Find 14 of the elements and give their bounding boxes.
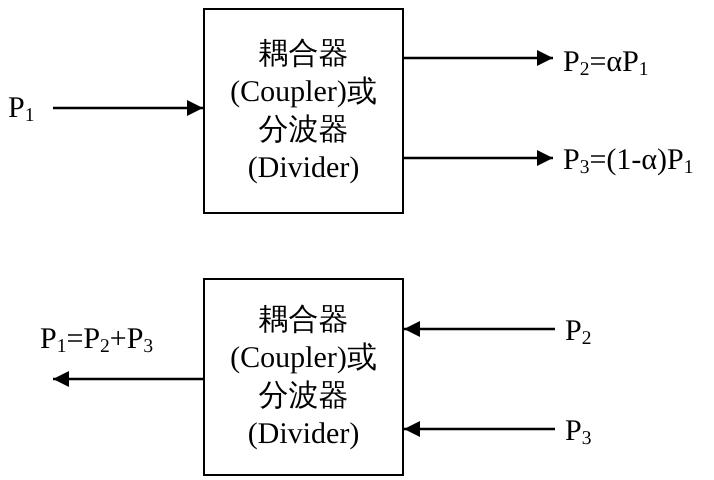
arrow	[404, 150, 553, 166]
arrow	[404, 421, 555, 437]
arrow	[404, 50, 553, 66]
arrow	[53, 100, 203, 116]
signal-label: P$_{3}$	[555, 409, 615, 453]
signal-label: P$_{1}$=P$_{2}$+P$_{3}$	[40, 322, 190, 379]
process-box: 耦合器(Coupler)或分波器(Divider)	[203, 8, 404, 214]
arrow	[53, 371, 203, 387]
signal-label: P$_{2}$=αP$_{1}$	[553, 40, 703, 84]
signal-label: P$_{3}$=(1-α)P$_{1}$	[553, 138, 713, 182]
process-box: 耦合器(Coupler)或分波器(Divider)	[203, 278, 404, 476]
arrow	[404, 321, 555, 337]
signal-label: P$_{1}$	[8, 88, 53, 128]
signal-label: P$_{2}$	[555, 309, 615, 353]
